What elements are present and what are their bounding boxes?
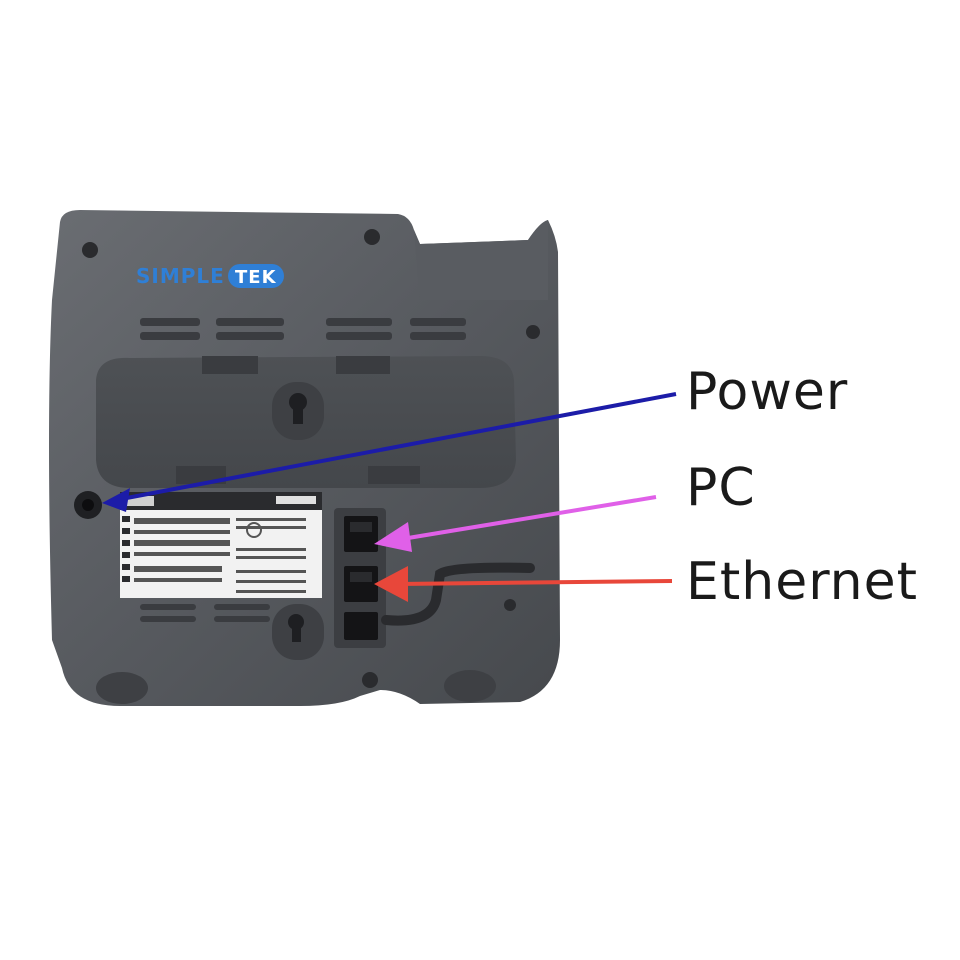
power-jack <box>74 491 102 519</box>
screw <box>362 672 378 688</box>
panel-tab <box>176 466 226 484</box>
pc-port <box>344 516 378 552</box>
logo-text-tek: TEK <box>235 267 277 288</box>
ethernet-label: Ethernet <box>686 552 918 612</box>
keyhole-mount-lower <box>272 604 324 660</box>
keyhole-mount-upper <box>272 382 324 440</box>
logo-badge <box>228 264 284 288</box>
vent-slots-bottom <box>140 604 270 622</box>
product-label <box>120 492 322 598</box>
pc-label: PC <box>686 458 756 518</box>
rubber-foot <box>96 672 148 704</box>
power-arrow <box>102 392 677 512</box>
ethernet-arrow <box>374 566 673 602</box>
pc-arrow <box>374 495 657 552</box>
ethernet-port <box>344 566 378 602</box>
simpletek-logo: SIMPLE TEK <box>136 264 284 288</box>
vent-slots-top <box>140 318 466 340</box>
rubber-foot <box>444 670 496 702</box>
panel-tab <box>202 356 258 374</box>
panel-tab <box>368 466 420 484</box>
panel-tab <box>336 356 390 374</box>
power-label: Power <box>686 362 849 422</box>
phone-shoulder <box>414 220 548 300</box>
screw <box>504 599 516 611</box>
screw <box>526 325 540 339</box>
logo-text-simple: SIMPLE <box>136 264 225 288</box>
handset-port <box>344 612 378 640</box>
screw <box>364 229 380 245</box>
screw <box>82 242 98 258</box>
cable-channel <box>381 562 535 626</box>
